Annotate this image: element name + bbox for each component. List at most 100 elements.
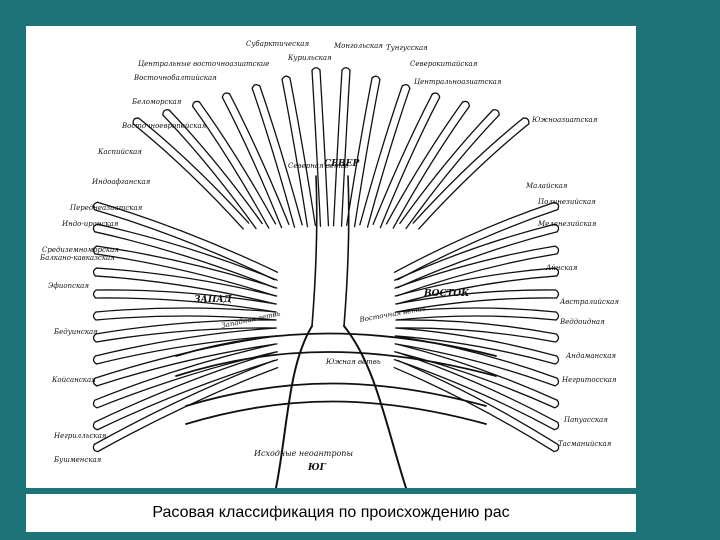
branch-finger xyxy=(385,101,464,225)
branch-finger xyxy=(379,96,441,229)
left-label: Бушменская xyxy=(53,456,102,464)
branch-tip xyxy=(553,201,560,211)
branch-tip xyxy=(554,267,560,277)
right-label: Тасманийская xyxy=(558,440,612,448)
trunk-outline xyxy=(343,175,350,327)
branch-finger xyxy=(392,105,471,229)
branch-finger xyxy=(94,343,276,401)
branch-tip xyxy=(162,109,170,116)
left-label: Индо-иранская xyxy=(61,220,119,228)
branch-finger xyxy=(396,343,558,401)
branch-finger xyxy=(394,223,556,281)
branch-finger xyxy=(95,297,277,313)
branch-finger xyxy=(393,366,555,453)
branch-finger xyxy=(93,351,276,423)
branch-finger xyxy=(395,327,557,343)
direction-east: ВОСТОК xyxy=(423,289,470,299)
branch-finger xyxy=(396,327,558,357)
direction-north: СЕВЕР xyxy=(324,159,359,169)
right-label: Австралийская xyxy=(559,298,619,306)
branch-finger xyxy=(372,93,434,225)
branch-finger xyxy=(221,96,283,229)
branch-finger xyxy=(251,87,296,228)
branch-finger xyxy=(340,69,351,227)
tree-branches xyxy=(92,67,560,488)
right-label: Южноазиатская xyxy=(531,116,598,124)
southern-arch xyxy=(175,332,497,357)
branch-finger xyxy=(93,359,275,446)
direction-west: ЗАПАД xyxy=(194,295,233,305)
branch-finger xyxy=(346,77,373,226)
southern-arch xyxy=(185,382,487,407)
left-label: Бедуинская xyxy=(53,328,98,336)
branch-tip xyxy=(555,311,560,321)
left-label: Балкано-кавказская xyxy=(39,254,115,262)
branch-tip xyxy=(401,83,411,89)
trunk-label: Исходные неоантропы xyxy=(253,449,353,458)
branch-finger xyxy=(393,359,556,431)
branch-finger xyxy=(366,87,411,228)
branch-finger xyxy=(394,245,556,289)
right-label: Андаманская xyxy=(565,352,616,360)
trunk-outline xyxy=(311,175,318,327)
branch-finger xyxy=(394,267,556,297)
branch-finger xyxy=(132,123,244,230)
branch-finger xyxy=(95,289,277,305)
branch-tip xyxy=(492,109,500,116)
branch-tip xyxy=(554,223,560,233)
branch-finger xyxy=(394,343,556,387)
branch-finger xyxy=(396,351,559,423)
trunk-outline xyxy=(343,325,407,488)
branch-tip xyxy=(281,75,291,81)
branch-finger xyxy=(96,359,279,431)
southern-arch xyxy=(185,400,487,425)
branch-tip xyxy=(92,333,97,343)
branch-finger xyxy=(168,109,263,225)
branch-tip xyxy=(132,117,140,125)
top-label: Монгольская xyxy=(333,42,383,50)
left-label: Индоафганская xyxy=(91,178,151,186)
branch-finger xyxy=(96,245,278,289)
branch-tip xyxy=(371,75,381,81)
right-label: Папуасская xyxy=(563,416,608,424)
branch-tip xyxy=(92,311,97,321)
branch-finger xyxy=(259,85,303,226)
branch-tip xyxy=(92,421,99,431)
branch-finger xyxy=(332,69,343,227)
left-label: Койсанская xyxy=(51,376,96,384)
branch-tip xyxy=(92,223,98,233)
left-label: Восточноевропейская xyxy=(121,122,207,130)
branch-tip xyxy=(311,67,321,72)
right-label: Малайская xyxy=(525,182,568,190)
race-tree-figure: СЕВЕР ЗАПАД ВОСТОК ЮГ Исходные неоантроп… xyxy=(26,26,636,488)
branch-finger xyxy=(96,201,279,273)
branch-label-eastern: Восточная ветвь xyxy=(358,304,426,324)
branch-finger xyxy=(396,231,558,289)
right-label: Негритосская xyxy=(561,376,617,384)
branch-tip xyxy=(554,245,560,255)
branch-tip xyxy=(555,289,560,299)
branch-finger xyxy=(94,275,277,305)
branch-finger xyxy=(96,343,278,387)
branch-finger xyxy=(289,77,316,226)
branch-finger xyxy=(394,351,556,409)
branch-finger xyxy=(138,117,250,224)
branch-tip xyxy=(554,399,560,409)
branch-finger xyxy=(396,253,558,297)
branch-tip xyxy=(92,377,98,387)
branch-finger xyxy=(95,307,277,313)
branch-finger xyxy=(395,319,557,335)
left-label: Переднеазиатская xyxy=(69,204,143,212)
top-labels: Субарктическая Курильская Монгольская Ту… xyxy=(246,40,478,68)
branch-finger xyxy=(359,85,403,226)
right-label: Айнская xyxy=(545,264,578,272)
branch-finger xyxy=(94,253,276,297)
branch-finger xyxy=(418,123,530,230)
branch-tip xyxy=(191,100,201,107)
branch-finger xyxy=(94,327,277,357)
branch-finger xyxy=(96,223,278,281)
right-labels: Центральноазиатская Южноазиатская Малайс… xyxy=(414,78,619,448)
branch-finger xyxy=(397,359,559,446)
branch-tip xyxy=(92,201,99,211)
